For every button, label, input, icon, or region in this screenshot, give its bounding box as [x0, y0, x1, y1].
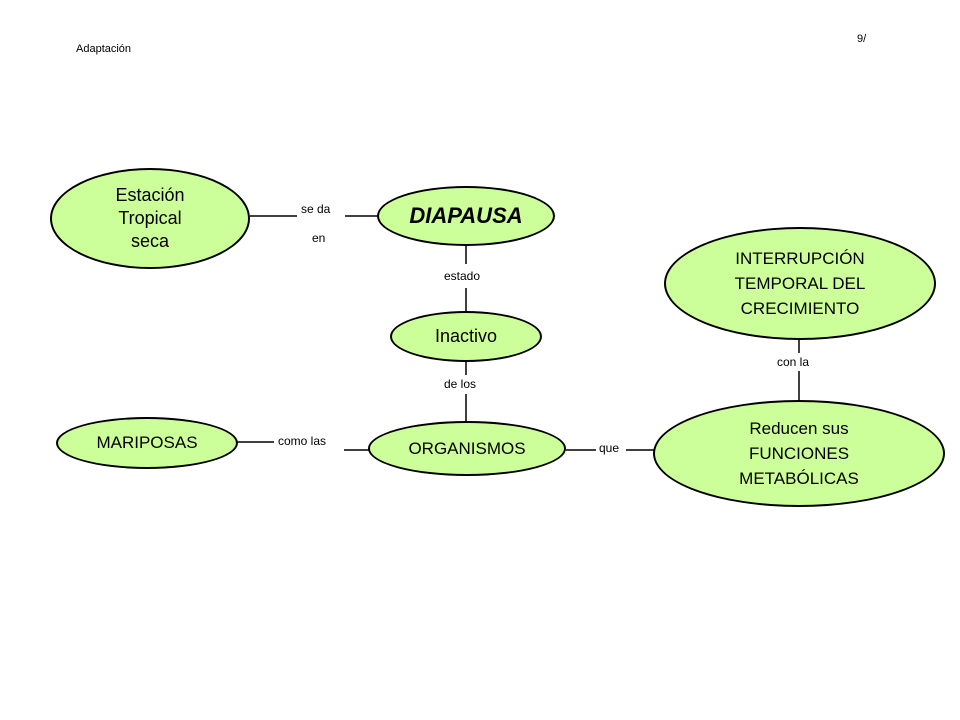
node-interrupcion-temporal: INTERRUPCIÓN TEMPORAL DEL CRECIMIENTO	[664, 227, 936, 340]
node-estacion-tropical-seca: Estación Tropical seca	[50, 168, 250, 269]
node-organismos: ORGANISMOS	[368, 421, 566, 476]
page-number: 9/	[857, 33, 867, 45]
node-reducen-funciones-label: Reducen sus FUNCIONES METABÓLICAS	[739, 419, 859, 488]
node-diapausa-label: DIAPAUSA	[409, 203, 523, 228]
link-label-en: en	[311, 231, 327, 245]
node-inactivo: Inactivo	[390, 311, 542, 362]
node-estacion-tropical-seca-label: Estación Tropical seca	[115, 185, 185, 251]
node-mariposas: MARIPOSAS	[56, 417, 238, 469]
link-label-con-la: con la	[776, 355, 811, 369]
link-label-como-las: como las	[277, 434, 328, 448]
node-diapausa: DIAPAUSA	[377, 186, 555, 246]
node-reducen-funciones: Reducen sus FUNCIONES METABÓLICAS	[653, 400, 945, 507]
link-label-se-da: se da	[300, 202, 332, 216]
node-organismos-label: ORGANISMOS	[408, 438, 526, 458]
link-label-que: que	[598, 441, 621, 455]
link-label-de-los: de los	[443, 377, 478, 391]
node-inactivo-label: Inactivo	[434, 326, 498, 346]
node-mariposas-label: MARIPOSAS	[96, 433, 198, 452]
header-left-text: Adaptación	[76, 43, 132, 55]
node-interrupcion-temporal-label: INTERRUPCIÓN TEMPORAL DEL CRECIMIENTO	[734, 249, 866, 318]
link-label-estado: estado	[443, 269, 482, 283]
